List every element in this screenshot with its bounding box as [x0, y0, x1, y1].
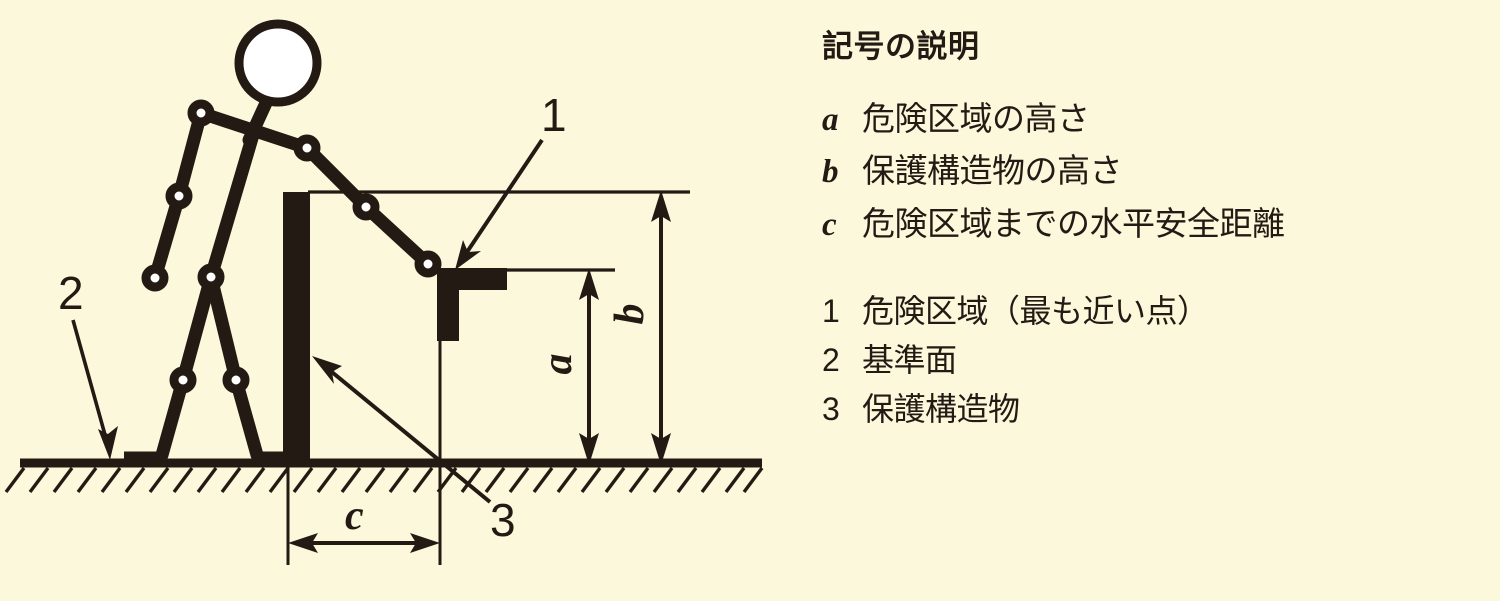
ground-hatching	[4, 466, 764, 494]
dimension-label-a: a	[535, 353, 581, 375]
protective-structure-barrier	[283, 192, 310, 463]
dimension-arrow-a	[579, 268, 599, 465]
callout-number-3: 3	[490, 494, 516, 546]
legend-panel: 記号の説明 a 危険区域の高さ b 保護構造物の高さ c 危険区域までの水平安全…	[822, 29, 1482, 438]
legend-key-a: a	[822, 102, 839, 139]
legend-text-2: 基準面	[862, 341, 957, 378]
legend-item-c: c 危険区域までの水平安全距離	[822, 203, 1482, 245]
dimension-arrow-c	[288, 533, 440, 553]
stick-figure-head	[234, 19, 322, 107]
dimension-arrow-b	[651, 190, 671, 465]
callout-number-2: 2	[58, 267, 84, 319]
callout-leader-2	[71, 319, 118, 460]
legend-key-b: b	[822, 154, 839, 191]
legend-text-b: 保護構造物の高さ	[862, 152, 1123, 190]
legend-item-b: b 保護構造物の高さ	[822, 150, 1482, 192]
legend-text-1: 危険区域（最も近い点）	[862, 292, 1209, 329]
dimension-label-b: b	[607, 303, 653, 325]
legend-item-1: 1 危険区域（最も近い点）	[822, 291, 1482, 332]
legend-text-3: 保護構造物	[862, 390, 1020, 427]
number-legend-list: 1 危険区域（最も近い点） 2 基準面 3 保護構造物	[822, 291, 1482, 430]
stick-figure-joints	[141, 99, 442, 394]
callout-leader-1	[455, 138, 544, 270]
legend-title: 記号の説明	[822, 29, 980, 64]
legend-text-a: 危険区域の高さ	[862, 100, 1090, 138]
legend-item-3: 3 保護構造物	[822, 389, 1482, 430]
legend-key-2: 2	[822, 341, 840, 378]
dimension-label-c: c	[345, 493, 364, 539]
symbol-legend-list: a 危険区域の高さ b 保護構造物の高さ c 危険区域までの水平安全距離	[822, 98, 1482, 245]
legend-key-1: 1	[822, 292, 840, 329]
stick-figure-person	[124, 19, 442, 463]
legend-key-c: c	[822, 206, 837, 243]
legend-item-2: 2 基準面	[822, 340, 1482, 381]
reference-plane-group	[4, 458, 764, 494]
callout-leader-3	[312, 356, 492, 504]
legend-item-a: a 危険区域の高さ	[822, 98, 1482, 140]
legend-key-3: 3	[822, 390, 840, 427]
callout-number-1: 1	[541, 89, 567, 141]
hazard-zone-object	[437, 268, 507, 341]
legend-text-c: 危険区域までの水平安全距離	[862, 204, 1285, 242]
